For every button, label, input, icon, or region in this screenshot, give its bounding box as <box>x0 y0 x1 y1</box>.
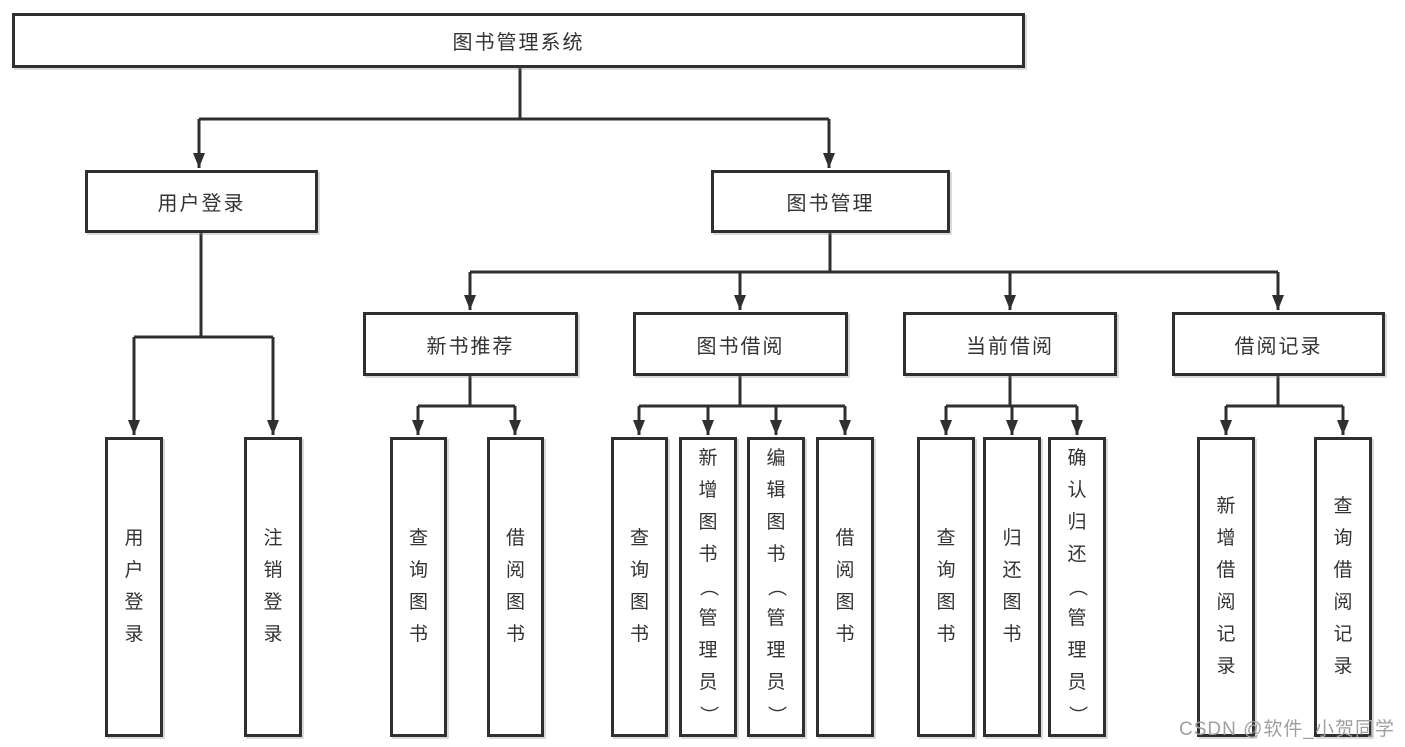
leaf-confirm-return-admin: 确认归还（管理员） <box>1048 437 1106 737</box>
leaf-borrow-books-label: 借阅图书 <box>835 528 855 645</box>
leaf-query-books-borrow-label: 查询图书 <box>629 528 649 645</box>
node-book-management-label: 图书管理 <box>786 193 875 215</box>
leaf-query-books-rec: 查询图书 <box>390 437 447 737</box>
node-borrow-records-label: 借阅记录 <box>1234 335 1323 358</box>
node-user-login-label: 用户登录 <box>157 193 246 215</box>
node-new-book-recommend-label: 新书推荐 <box>426 335 515 358</box>
watermark-text: CSDN @软件_小贺同学 <box>1179 719 1395 740</box>
leaf-return-books: 归还图书 <box>983 437 1041 737</box>
leaf-query-books-rec-label: 查询图书 <box>408 528 428 645</box>
node-current-borrow: 当前借阅 <box>903 312 1117 376</box>
leaf-query-borrow-record-label: 查询借阅记录 <box>1333 496 1353 677</box>
leaf-confirm-return-admin-label: 确认归还（管理员） <box>1066 448 1088 725</box>
node-root-system: 图书管理系统 <box>12 13 1025 68</box>
leaf-add-borrow-record: 新增借阅记录 <box>1197 437 1255 737</box>
leaf-add-borrow-record-label: 新增借阅记录 <box>1216 496 1236 677</box>
leaf-logout-label: 注销登录 <box>263 528 283 645</box>
leaf-logout: 注销登录 <box>244 437 302 737</box>
node-current-borrow-label: 当前借阅 <box>966 335 1054 358</box>
leaf-user-login: 用户登录 <box>105 437 163 737</box>
leaf-add-books-admin-label: 新增图书（管理员） <box>697 448 719 725</box>
node-user-login: 用户登录 <box>85 170 318 233</box>
node-book-borrow: 图书借阅 <box>633 312 848 376</box>
node-book-borrow-label: 图书借阅 <box>696 335 785 358</box>
leaf-borrow-books-rec: 借阅图书 <box>487 437 544 737</box>
node-book-management: 图书管理 <box>711 170 950 233</box>
leaf-borrow-books-rec-label: 借阅图书 <box>505 528 525 645</box>
leaf-edit-books-admin-label: 编辑图书（管理员） <box>765 448 787 725</box>
leaf-query-books-borrow: 查询图书 <box>611 437 668 737</box>
node-root-label: 图书管理系统 <box>452 32 585 54</box>
node-borrow-records: 借阅记录 <box>1172 312 1385 376</box>
leaf-query-books-current-label: 查询图书 <box>936 528 956 645</box>
leaf-user-login-label: 用户登录 <box>124 528 144 645</box>
node-new-book-recommend: 新书推荐 <box>363 312 578 376</box>
leaf-query-books-current: 查询图书 <box>917 437 975 737</box>
leaf-borrow-books: 借阅图书 <box>816 437 874 737</box>
leaf-return-books-label: 归还图书 <box>1002 528 1022 645</box>
leaf-add-books-admin: 新增图书（管理员） <box>679 437 737 737</box>
leaf-edit-books-admin: 编辑图书（管理员） <box>747 437 805 737</box>
leaf-query-borrow-record: 查询借阅记录 <box>1314 437 1372 737</box>
